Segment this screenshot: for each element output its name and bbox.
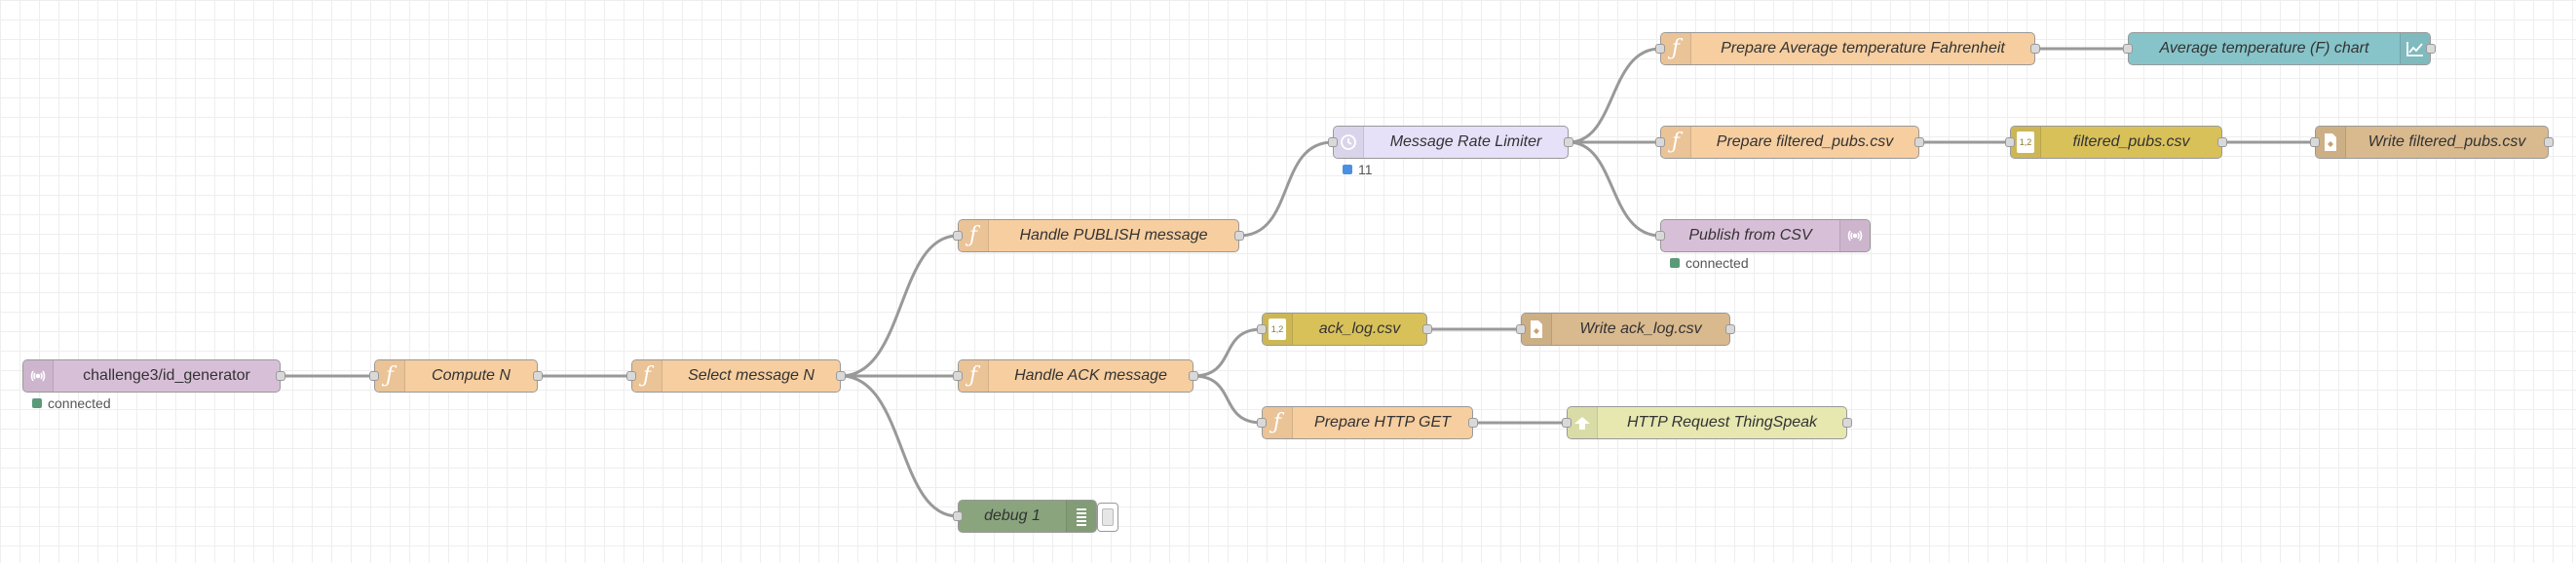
- node-label: Prepare Average temperature Fahrenheit: [1721, 40, 2005, 56]
- input-port[interactable]: [369, 371, 379, 381]
- wire: [1568, 47, 1661, 144]
- function-node-compute-n[interactable]: ƒ Compute N: [369, 359, 543, 393]
- output-port[interactable]: [1725, 324, 1735, 334]
- input-port[interactable]: [1655, 231, 1665, 241]
- status-dot: [1670, 258, 1680, 268]
- input-port[interactable]: [1516, 324, 1526, 334]
- function-node-prepare-filtered-pubs[interactable]: ƒ Prepare filtered_pubs.csv: [1655, 126, 1924, 159]
- node-label: debug 1: [984, 507, 1041, 524]
- input-port[interactable]: [1562, 418, 1572, 428]
- delay-node-rate-limiter[interactable]: Message Rate Limiter: [1328, 126, 1573, 159]
- function-icon: ƒ: [375, 360, 405, 392]
- input-port[interactable]: [1257, 324, 1267, 334]
- function-node-handle-publish[interactable]: ƒ Handle PUBLISH message: [953, 219, 1244, 252]
- file-node-write-ack-log[interactable]: Write ack_log.csv: [1516, 313, 1735, 346]
- function-node-handle-ack[interactable]: ƒ Handle ACK message: [953, 359, 1198, 393]
- mqtt-icon: [1839, 220, 1870, 251]
- output-port[interactable]: [533, 371, 543, 381]
- node-label: Handle ACK message: [1014, 367, 1167, 384]
- function-node-prepare-http-get[interactable]: ƒ Prepare HTTP GET: [1257, 406, 1478, 439]
- input-port[interactable]: [953, 231, 963, 241]
- input-port[interactable]: [2310, 137, 2320, 147]
- function-icon: ƒ: [1661, 127, 1691, 158]
- debug-toggle-button[interactable]: [1097, 503, 1118, 532]
- csv-icon: 1,2: [1263, 314, 1293, 345]
- output-port[interactable]: [1842, 418, 1852, 428]
- output-port[interactable]: [1914, 137, 1924, 147]
- input-port[interactable]: [626, 371, 636, 381]
- function-icon: ƒ: [632, 360, 663, 392]
- debug-icon: [1066, 501, 1096, 532]
- node-label: Prepare HTTP GET: [1314, 414, 1451, 431]
- function-icon: ƒ: [959, 220, 989, 251]
- node-label: HTTP Request ThingSpeak: [1626, 414, 1818, 431]
- function-node-select-message-n[interactable]: ƒ Select message N: [626, 359, 846, 393]
- wire: [1193, 374, 1263, 425]
- wire: [840, 374, 959, 518]
- output-port[interactable]: [276, 371, 285, 381]
- chart-node-avg-temp[interactable]: Average temperature (F) chart: [2123, 32, 2436, 65]
- node-label: Handle PUBLISH message: [1019, 227, 1208, 244]
- node-label: filtered_pubs.csv: [2072, 133, 2190, 150]
- function-icon: ƒ: [1661, 33, 1691, 64]
- node-label: Select message N: [688, 367, 814, 384]
- output-port[interactable]: [836, 371, 846, 381]
- function-icon: ƒ: [1263, 407, 1293, 438]
- debug-node[interactable]: debug 1: [953, 500, 1097, 533]
- function-node-prepare-avg-temp[interactable]: ƒ Prepare Average temperature Fahrenheit: [1655, 32, 2040, 65]
- csv-node-filtered-pubs[interactable]: 1,2 filtered_pubs.csv: [2005, 126, 2227, 159]
- node-status: connected: [32, 395, 111, 411]
- input-port[interactable]: [1328, 137, 1338, 147]
- output-port[interactable]: [2544, 137, 2554, 147]
- mqtt-in-node[interactable]: challenge3/id_generator: [22, 359, 285, 393]
- output-port[interactable]: [1189, 371, 1198, 381]
- output-port[interactable]: [1468, 418, 1478, 428]
- wire: [1238, 140, 1334, 238]
- input-port[interactable]: [2123, 44, 2133, 54]
- output-port[interactable]: [1564, 137, 1573, 147]
- node-label: Prepare filtered_pubs.csv: [1716, 133, 1894, 150]
- wire: [1193, 327, 1263, 378]
- chart-icon: [2400, 33, 2430, 64]
- toggle-indicator: [1102, 508, 1114, 526]
- output-port[interactable]: [1234, 231, 1244, 241]
- input-port[interactable]: [1655, 137, 1665, 147]
- node-label: Write ack_log.csv: [1579, 320, 1702, 337]
- node-label: challenge3/id_generator: [83, 367, 250, 384]
- file-icon: [1522, 314, 1552, 345]
- file-node-write-filtered-pubs[interactable]: Write filtered_pubs.csv: [2310, 126, 2554, 159]
- csv-icon: 1,2: [2011, 127, 2041, 158]
- node-status: connected: [1670, 255, 1749, 271]
- status-dot: [32, 398, 42, 408]
- output-port[interactable]: [2426, 44, 2436, 54]
- http-icon: [1568, 407, 1598, 438]
- node-label: Compute N: [432, 367, 511, 384]
- status-dot: [1343, 165, 1352, 174]
- node-label: ack_log.csv: [1318, 320, 1401, 337]
- node-label: Publish from CSV: [1688, 227, 1812, 244]
- http-request-node[interactable]: HTTP Request ThingSpeak: [1562, 406, 1852, 439]
- input-port[interactable]: [953, 511, 963, 521]
- node-label: Message Rate Limiter: [1389, 133, 1542, 150]
- file-icon: [2316, 127, 2346, 158]
- mqtt-icon: [23, 360, 54, 392]
- input-port[interactable]: [953, 371, 963, 381]
- output-port[interactable]: [1422, 324, 1432, 334]
- function-icon: ƒ: [959, 360, 989, 392]
- output-port[interactable]: [2217, 137, 2227, 147]
- input-port[interactable]: [1257, 418, 1267, 428]
- wire: [840, 234, 959, 378]
- node-label: Write filtered_pubs.csv: [2368, 133, 2526, 150]
- csv-node-ack-log[interactable]: 1,2 ack_log.csv: [1257, 313, 1432, 346]
- wire: [1568, 140, 1661, 238]
- input-port[interactable]: [1655, 44, 1665, 54]
- input-port[interactable]: [2005, 137, 2015, 147]
- node-label: Average temperature (F) chart: [2159, 40, 2369, 56]
- timer-icon: [1334, 127, 1364, 158]
- node-status: 11: [1343, 162, 1373, 177]
- output-port[interactable]: [2030, 44, 2040, 54]
- mqtt-out-node[interactable]: Publish from CSV: [1655, 219, 1871, 252]
